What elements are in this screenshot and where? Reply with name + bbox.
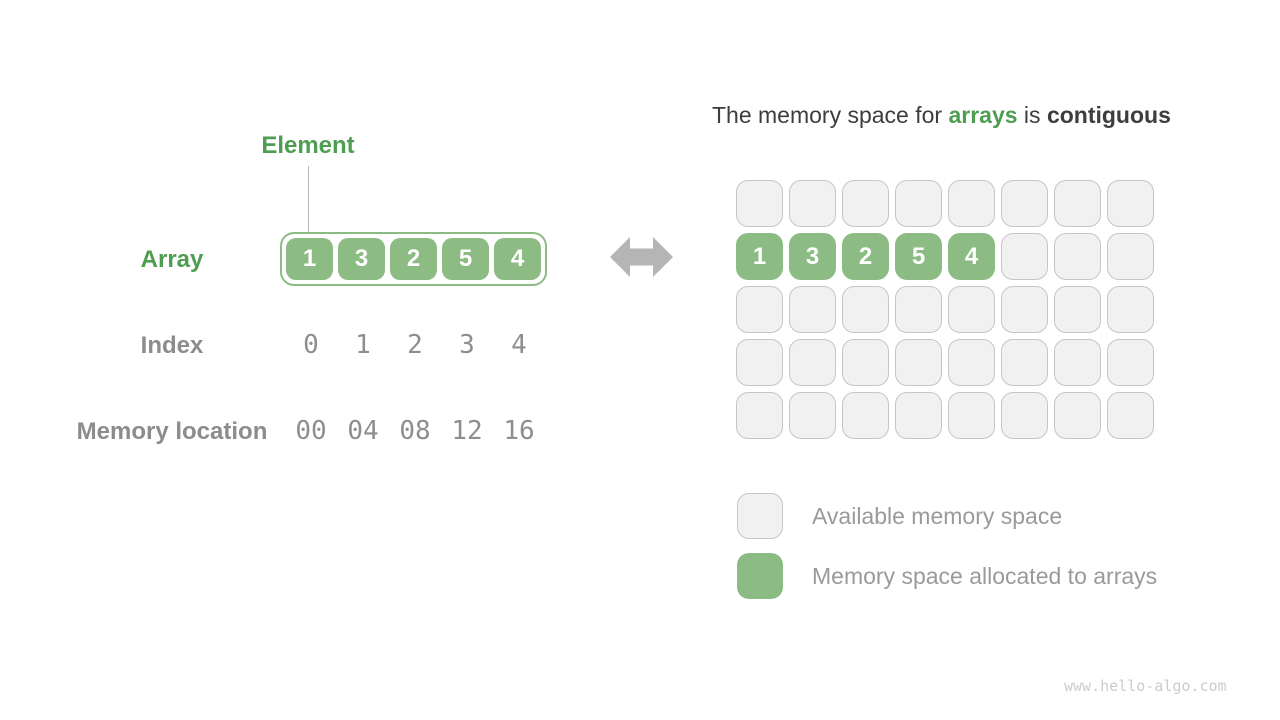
memory-cell-available <box>948 180 995 227</box>
memory-cell-available <box>736 286 783 333</box>
index-value: 0 <box>303 330 319 360</box>
memory-cell-available <box>948 339 995 386</box>
memory-location-value: 08 <box>399 416 431 446</box>
memory-cell-available <box>895 180 942 227</box>
index-label: Index <box>140 332 204 359</box>
legend-row-available: Available memory space <box>737 493 1157 539</box>
memory-location-value: 04 <box>347 416 379 446</box>
index-value: 4 <box>511 330 527 360</box>
caption-title: The memory space for arrays is contiguou… <box>712 102 1171 129</box>
memory-cell-available <box>1001 339 1048 386</box>
legend-label-available: Available memory space <box>812 502 1063 529</box>
index-value: 2 <box>407 330 423 360</box>
legend: Available memory space Memory space allo… <box>737 493 1157 599</box>
memory-location-value: 16 <box>503 416 535 446</box>
memory-cell-available <box>1001 392 1048 439</box>
memory-cell-available <box>736 339 783 386</box>
memory-cell-available <box>736 392 783 439</box>
array-cell: 2 <box>390 238 437 280</box>
memory-location-value: 12 <box>451 416 483 446</box>
memory-cell-available <box>948 392 995 439</box>
memory-cell-allocated: 2 <box>842 233 889 280</box>
memory-cell-available <box>1001 233 1048 280</box>
index-value: 1 <box>355 330 371 360</box>
caption-bold-contiguous: contiguous <box>1046 102 1171 128</box>
memory-cell-available <box>789 339 836 386</box>
memory-cell-available <box>1054 339 1101 386</box>
memory-cell-available <box>736 180 783 227</box>
memory-cell-available <box>1001 180 1048 227</box>
watermark: www.hello-algo.com <box>1064 677 1227 695</box>
memory-cell-available <box>1054 233 1101 280</box>
array-cell: 3 <box>338 238 385 280</box>
array-cell: 4 <box>494 238 541 280</box>
index-values-row: 0 1 2 3 4 <box>285 330 545 360</box>
caption-middle: is <box>1017 102 1047 128</box>
memory-cell-available <box>1054 180 1101 227</box>
element-label: Element <box>261 132 355 159</box>
memory-location-label: Memory location <box>76 418 268 445</box>
memory-cell-available <box>1107 339 1154 386</box>
array-label: Array <box>140 246 204 273</box>
caption-highlight-arrays: arrays <box>948 102 1018 128</box>
memory-cell-available <box>1107 233 1154 280</box>
memory-cell-available <box>1054 392 1101 439</box>
index-value: 3 <box>459 330 475 360</box>
memory-cell-available <box>948 286 995 333</box>
array-cell: 5 <box>442 238 489 280</box>
memory-cell-available <box>1054 286 1101 333</box>
memory-location-values-row: 00 04 08 12 16 <box>285 416 545 446</box>
available-swatch <box>737 493 783 539</box>
memory-cell-allocated: 5 <box>895 233 942 280</box>
legend-row-allocated: Memory space allocated to arrays <box>737 553 1157 599</box>
memory-cell-available <box>1107 286 1154 333</box>
memory-cell-available <box>895 286 942 333</box>
caption-prefix: The memory space for <box>712 102 949 128</box>
memory-cell-available <box>895 339 942 386</box>
double-arrow-icon <box>610 237 673 277</box>
memory-cell-available <box>789 180 836 227</box>
memory-cell-available <box>1001 286 1048 333</box>
memory-cell-available <box>842 286 889 333</box>
memory-cell-allocated: 4 <box>948 233 995 280</box>
memory-cell-available <box>789 392 836 439</box>
allocated-swatch <box>737 553 783 599</box>
memory-cell-available <box>842 392 889 439</box>
memory-cell-available <box>842 339 889 386</box>
element-connector-line <box>308 166 309 232</box>
array-cell: 1 <box>286 238 333 280</box>
legend-label-allocated: Memory space allocated to arrays <box>812 562 1158 589</box>
memory-cell-available <box>895 392 942 439</box>
memory-cell-available <box>789 286 836 333</box>
memory-cell-available <box>1107 180 1154 227</box>
memory-cell-allocated: 1 <box>736 233 783 280</box>
memory-location-value: 00 <box>295 416 327 446</box>
memory-cell-allocated: 3 <box>789 233 836 280</box>
memory-cell-available <box>1107 392 1154 439</box>
memory-cell-available <box>842 180 889 227</box>
